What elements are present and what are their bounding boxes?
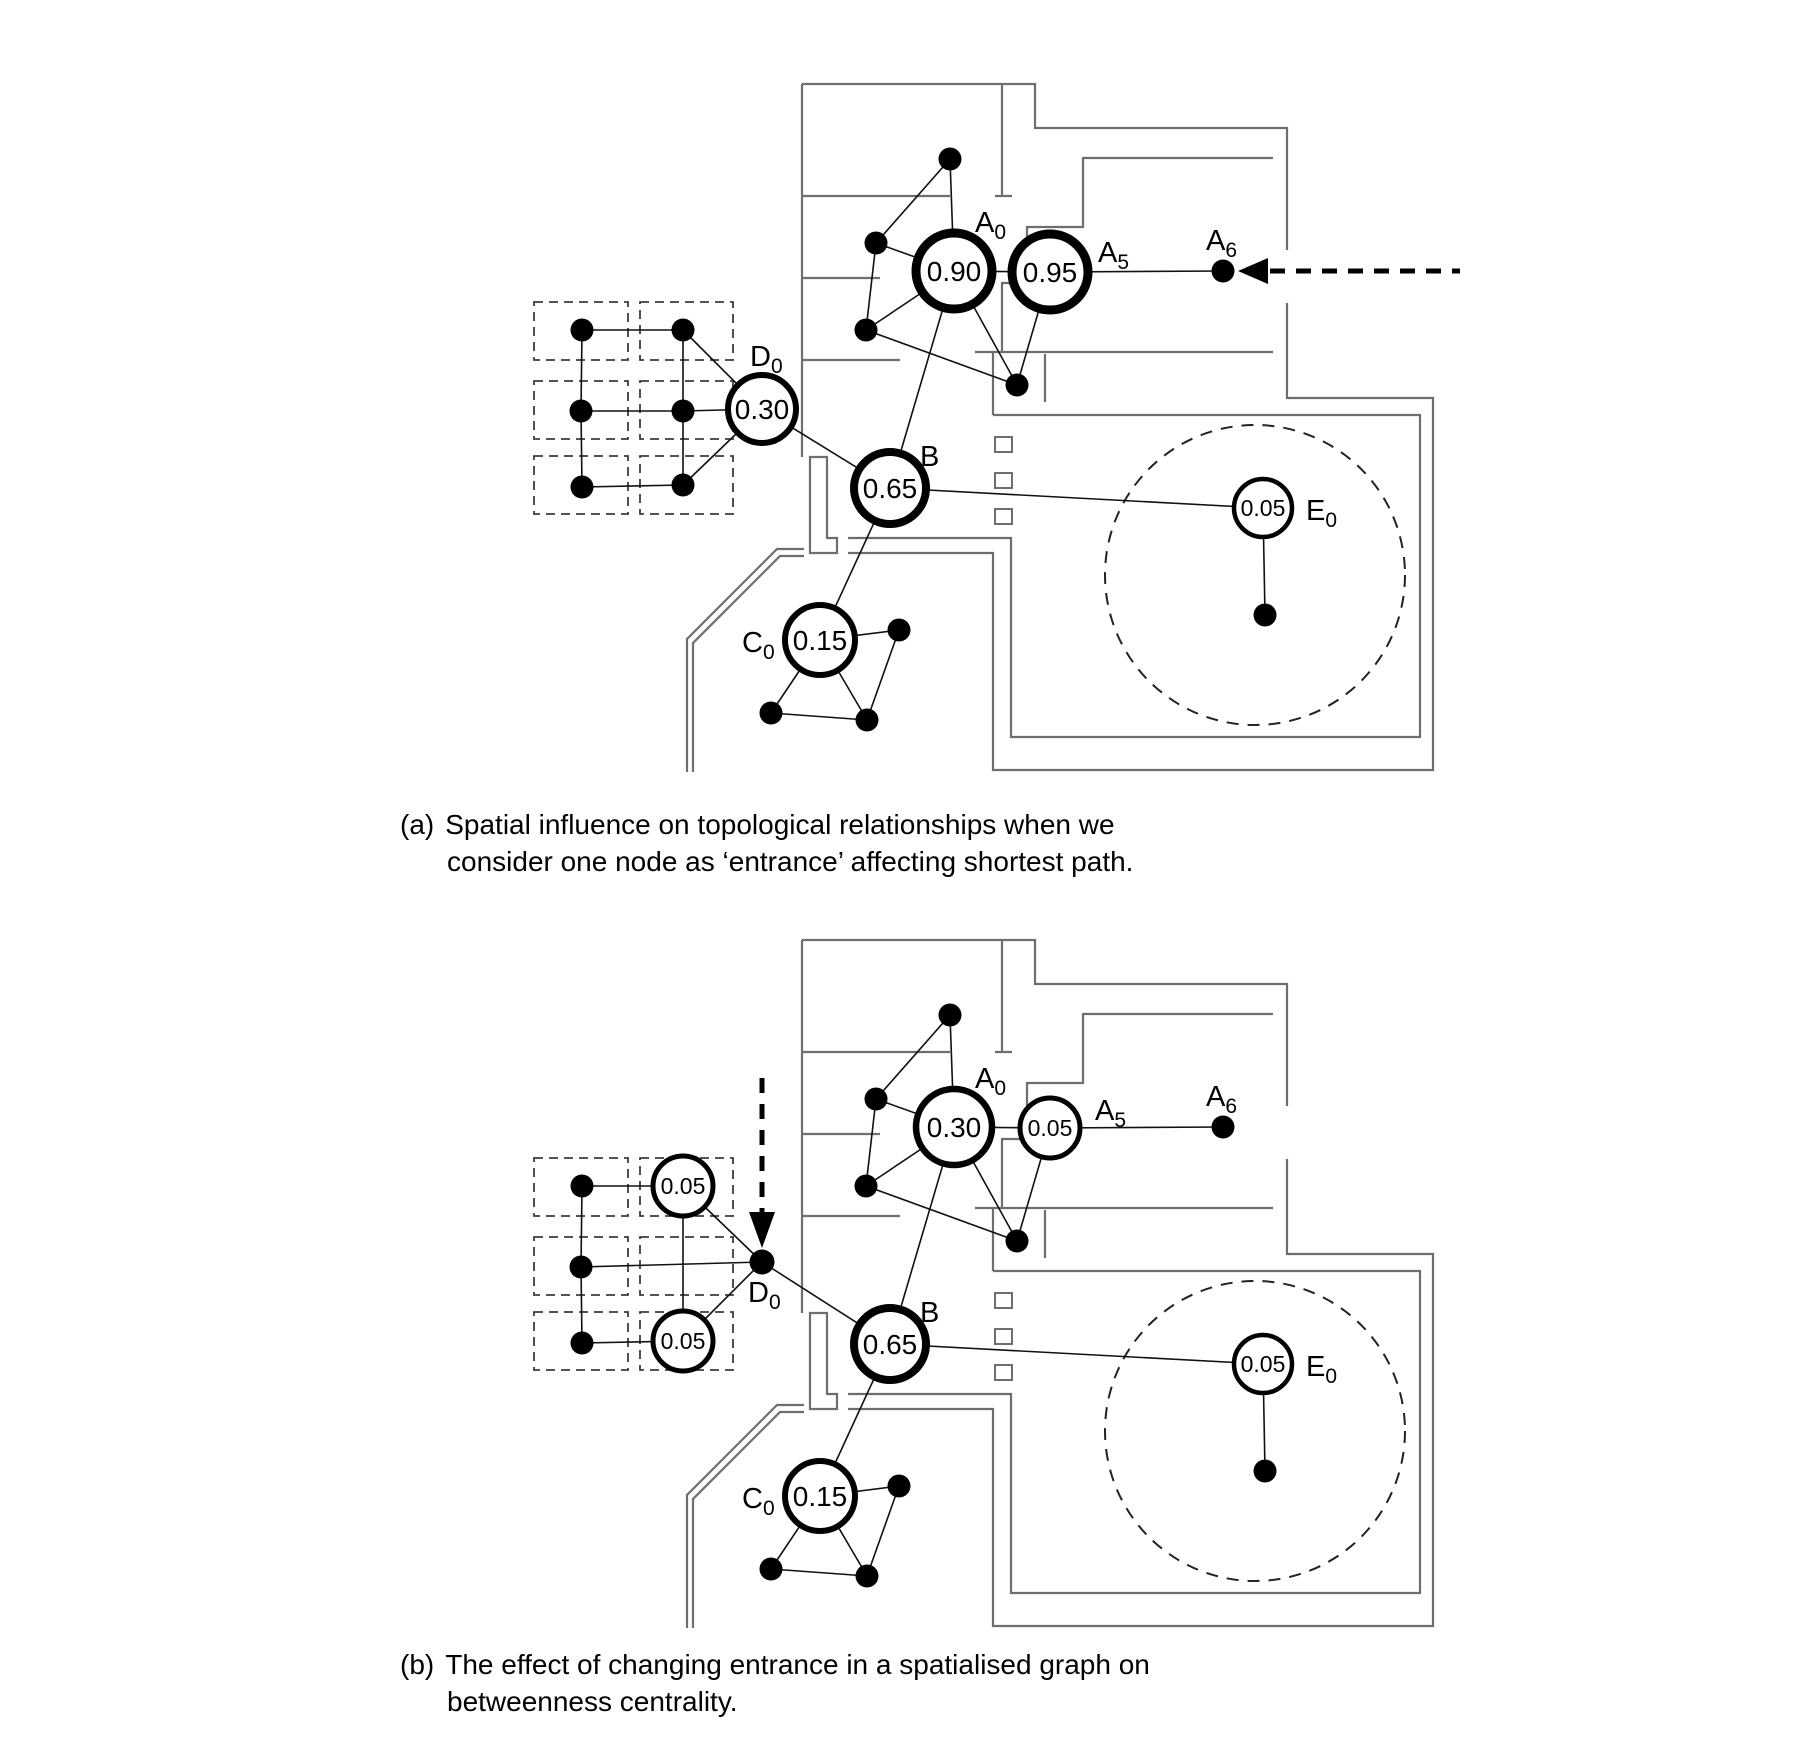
label-d0-a: D0 (750, 341, 783, 378)
label-a6-a: A6 (1206, 225, 1237, 262)
graph-dot (864, 231, 888, 255)
graph-dot (887, 618, 911, 642)
node-a6-dot-b (1211, 1115, 1235, 1139)
graph-dot (855, 708, 879, 732)
graph-dot (671, 399, 695, 423)
node-b-b (850, 1304, 930, 1384)
label-a6-b: A6 (1206, 1081, 1237, 1118)
node-d0-entrance-dot-b (749, 1249, 775, 1275)
node-e0-value-a: 0.05 (1241, 495, 1286, 521)
entrance-arrow-head-icon (1238, 258, 1268, 284)
node-c0-value-b: 0.15 (793, 1481, 848, 1512)
caption-b: (b)The effect of changing entrance in a … (400, 1646, 1150, 1720)
graph-edges-b (580, 1014, 1266, 1577)
caption-a-line1: (a)Spatial influence on topological rela… (400, 809, 1115, 840)
graph-dot (938, 147, 962, 171)
node-a0-value-b: 0.30 (927, 1112, 982, 1143)
entrance-arrow-a (1238, 258, 1460, 284)
caption-b-tag: (b) (400, 1649, 435, 1680)
caption-a-line2: consider one node as ‘entrance’ affectin… (447, 846, 1134, 877)
graph-dot (671, 473, 695, 497)
floor-plan-a (532, 82, 1435, 774)
node-b-value-a: 0.65 (863, 473, 918, 504)
graph-dot (1253, 1459, 1277, 1483)
graph-dots-a (569, 147, 1277, 732)
graph-dot (887, 1474, 911, 1498)
entrance-arrow-head-icon (749, 1212, 775, 1248)
graph-dot (938, 1003, 962, 1027)
node-b-a (850, 448, 930, 528)
node-a6-entrance-dot (1211, 259, 1235, 283)
graph-dot (570, 1174, 594, 1198)
node-a0-value-a: 0.90 (927, 256, 982, 287)
graph-dot (570, 318, 594, 342)
caption-b-line2: betweenness centrality. (447, 1686, 738, 1717)
node-b-value-b: 0.65 (863, 1329, 918, 1360)
floor-plan-b (532, 938, 1435, 1630)
label-a0-b: A0 (975, 1063, 1006, 1100)
graph-dot (1005, 1229, 1029, 1253)
subfigure-a: 0.90 0.95 0.30 0.65 0.15 0.05 A0 A5 A6 D… (532, 82, 1460, 774)
graph-dot (569, 1255, 593, 1279)
label-a5-b: A5 (1095, 1095, 1126, 1132)
node-a5-value-a: 0.95 (1023, 257, 1078, 288)
graph-dot (1253, 603, 1277, 627)
node-e0-b (1231, 1332, 1295, 1396)
label-b-a: B (920, 441, 939, 473)
node-cluster-bottom-value-b: 0.05 (661, 1328, 706, 1354)
node-c0-b (782, 1458, 858, 1534)
node-c0-value-a: 0.15 (793, 625, 848, 656)
subfigure-b: 0.30 0.05 0.05 0.05 0.65 0.15 0.05 A0 A5… (532, 938, 1435, 1630)
label-c0-a: C0 (742, 627, 775, 664)
label-c0-b: C0 (742, 1483, 775, 1520)
node-a0-b (912, 1085, 996, 1169)
graph-dot (759, 701, 783, 725)
graph-dot (854, 318, 878, 342)
node-c0-a (782, 602, 858, 678)
entrance-arrow-b (749, 1078, 775, 1248)
node-cluster-top-value-b: 0.05 (661, 1173, 706, 1199)
graph-dot (1005, 373, 1029, 397)
node-e0-value-b: 0.05 (1241, 1351, 1286, 1377)
node-d0-value-a: 0.30 (735, 394, 790, 425)
label-a5-a: A5 (1098, 237, 1129, 274)
node-a0-a (911, 228, 997, 314)
caption-a-tag: (a) (400, 809, 435, 840)
graph-dot (570, 475, 594, 499)
label-a0-a: A0 (975, 207, 1006, 244)
graph-dots-b (569, 1003, 1277, 1588)
node-cluster-bottom-b (650, 1308, 716, 1374)
graph-dot (855, 1564, 879, 1588)
graph-dot (864, 1087, 888, 1111)
label-d0-b: D0 (748, 1277, 781, 1314)
graph-edges-a (580, 158, 1266, 721)
graph-dot (854, 1174, 878, 1198)
node-a5-value-b: 0.05 (1028, 1115, 1073, 1141)
label-b-b: B (920, 1297, 939, 1329)
node-cluster-top-b (650, 1153, 716, 1219)
node-e0-a (1231, 476, 1295, 540)
label-e0-b: E0 (1306, 1351, 1337, 1388)
graph-dot (671, 318, 695, 342)
node-a5-a (1007, 229, 1093, 315)
caption-a: (a)Spatial influence on topological rela… (400, 806, 1133, 880)
caption-b-line1: (b)The effect of changing entrance in a … (400, 1649, 1150, 1680)
label-e0-a: E0 (1306, 495, 1337, 532)
node-a5-b (1017, 1095, 1083, 1161)
node-d0-a (725, 372, 799, 446)
graph-dot (569, 399, 593, 423)
graph-dot (759, 1557, 783, 1581)
graph-dot (570, 1331, 594, 1355)
